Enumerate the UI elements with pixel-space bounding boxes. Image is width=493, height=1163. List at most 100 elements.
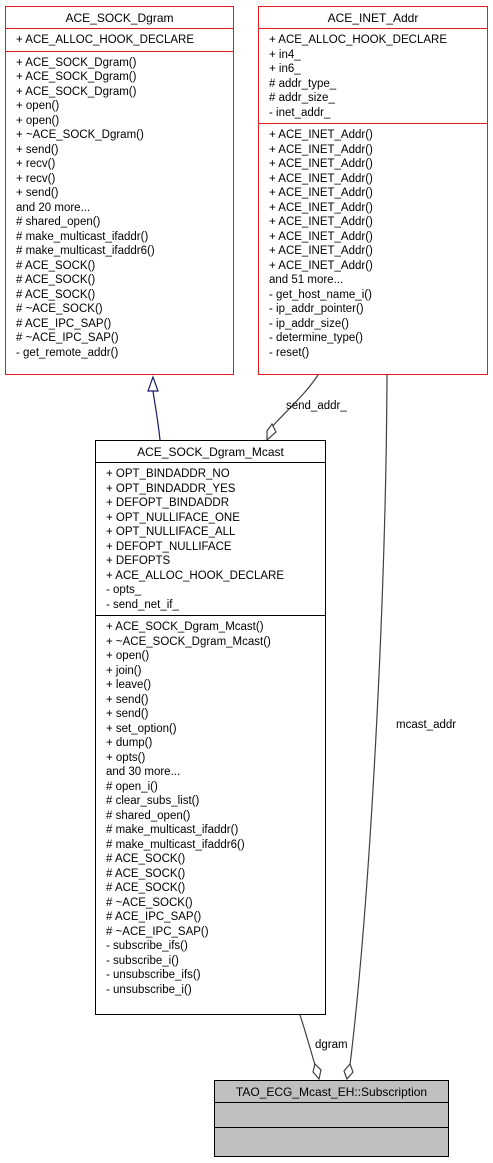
class-member: # make_multicast_ifaddr6() [106, 838, 245, 851]
class-title: ACE_SOCK_Dgram [65, 11, 174, 25]
dgram-line [299, 1014, 316, 1066]
class-box-ace-sock-dgram[interactable]: ACE_SOCK_Dgram + ACE_ALLOC_HOOK_DECLARE … [5, 6, 234, 375]
class-member: - opts_ [106, 584, 142, 596]
class-member: + open() [16, 114, 60, 127]
class-member: # ACE_SOCK() [16, 274, 96, 286]
class-member: # make_multicast_ifaddr() [16, 230, 149, 243]
class-member: + OPT_BINDADDR_NO [106, 468, 230, 480]
methods-section [215, 1127, 448, 1152]
class-member: + join() [106, 664, 142, 677]
class-member: + ACE_INET_Addr() [269, 245, 373, 257]
class-member: - inet_addr_ [269, 106, 331, 119]
class-member: # open_i() [106, 780, 158, 793]
edge-label-dgram: dgram [315, 1039, 348, 1051]
class-member: # ~ACE_SOCK() [16, 303, 103, 315]
class-member: # addr_type_ [269, 77, 337, 90]
edge-label-mcast-addr: mcast_addr [396, 719, 457, 731]
class-member: + DEFOPT_NULLIFACE [106, 540, 232, 553]
class-member: # make_multicast_ifaddr6() [16, 245, 155, 257]
attributes-section: + ACE_ALLOC_HOOK_DECLARE + in4_ + in6_ # ad… [259, 28, 487, 123]
class-member: # ACE_SOCK() [16, 288, 96, 301]
methods-section: + ACE_SOCK_Dgram_Mcast() + ~ACE_SOCK_Dgra… [96, 615, 325, 1000]
class-member: + DEFOPTS [106, 555, 171, 567]
class-member: + ACE_INET_Addr() [269, 230, 373, 243]
class-member: + ACE_INET_Addr() [269, 187, 373, 199]
class-member: + recv() [16, 172, 56, 185]
inheritance-line [152, 390, 161, 441]
class-member: - subscribe_ifs() [106, 940, 188, 952]
mcast-addr-line [349, 374, 388, 1066]
class-member: + ACE_INET_Addr() [269, 216, 373, 228]
class-member: # ~ACE_IPC_SAP() [106, 925, 209, 938]
class-member: + ~ACE_SOCK_Dgram_Mcast() [106, 635, 271, 648]
class-member: + ~ACE_SOCK_Dgram() [16, 129, 144, 141]
dgram-diamond [312, 1062, 322, 1081]
class-member: - subscribe_i() [106, 954, 179, 967]
methods-section: + ACE_SOCK_Dgram() + ACE_SOCK_Dgram() + AC… [6, 50, 233, 364]
class-member: + dump() [106, 737, 153, 749]
class-box-ace-inet-addr[interactable]: ACE_INET_Addr + ACE_ALLOC_HOOK_DECLARE+ … [258, 6, 488, 375]
class-member: - get_host_name_i() [269, 288, 372, 301]
class-member: + leave() [106, 679, 152, 691]
class-member: and 30 more... [106, 766, 181, 778]
class-member: + ACE_INET_Addr() [269, 158, 373, 170]
class-member: + ACE_ALLOC_HOOK_DECLARE [269, 34, 448, 46]
class-member: + in4_ [269, 48, 301, 61]
send-addr-diamond [266, 422, 277, 442]
class-member: + ACE_INET_Addr() [269, 259, 373, 272]
class-member: # ACE_IPC_SAP() [16, 317, 112, 330]
class-member: - unsubscribe_ifs() [106, 969, 201, 981]
class-member: + ACE_INET_Addr() [269, 129, 373, 141]
class-member: # ACE_IPC_SAP() [106, 911, 202, 923]
class-member: - determine_type() [269, 332, 363, 344]
class-title: ACE_INET_Addr [327, 11, 419, 25]
class-member: # ~ACE_SOCK() [106, 896, 193, 909]
class-member: + ACE_INET_Addr() [269, 201, 373, 214]
class-member: # shared_open() [106, 809, 191, 822]
class-member: + DEFOPT_BINDADDR [106, 497, 230, 509]
class-member: # ~ACE_IPC_SAP() [16, 332, 119, 344]
class-member: - reset() [269, 346, 310, 359]
class-member: + ACE_SOCK_Dgram() [16, 85, 137, 98]
class-member: + ACE_SOCK_Dgram() [16, 56, 137, 69]
class-member: + ACE_SOCK_Dgram() [16, 71, 137, 83]
attributes-section: + ACE_ALLOC_HOOK_DECLARE [6, 28, 233, 51]
class-member: + in6_ [269, 63, 301, 75]
class-member: and 51 more... [269, 274, 344, 286]
send-addr-line [270, 374, 319, 429]
class-member: + send() [16, 143, 59, 156]
class-member: + ACE_SOCK_Dgram_Mcast() [106, 621, 264, 633]
edge-label-send-addr: send_addr_ [286, 400, 347, 412]
class-member: # clear_subs_list() [106, 795, 200, 807]
class-member: + open() [16, 100, 60, 112]
class-member: + send() [16, 187, 59, 199]
inheritance-arrowhead [147, 375, 159, 392]
class-member: + OPT_NULLIFACE_ALL [106, 526, 236, 538]
class-member: - ip_addr_size() [269, 317, 349, 330]
class-member: + open() [106, 650, 150, 662]
class-member: and 20 more... [16, 201, 91, 214]
class-member: - send_net_if_ [106, 598, 179, 611]
class-box-subscription[interactable]: TAO_ECG_Mcast_EH::Subscription [214, 1080, 449, 1157]
attributes-section [215, 1103, 448, 1127]
class-member: - get_remote_addr() [16, 346, 119, 359]
class-box-ace-sock-dgram-mcast[interactable]: ACE_SOCK_Dgram_Mcast + OPT_BINDADDR_NO+ … [95, 440, 326, 1015]
class-member: # shared_open() [16, 216, 101, 228]
class-member: - unsubscribe_i() [106, 983, 192, 996]
class-member: # ACE_SOCK() [106, 853, 186, 865]
class-member: + ACE_INET_Addr() [269, 172, 373, 185]
class-member: # ACE_SOCK() [106, 867, 186, 880]
class-title: TAO_ECG_Mcast_EH::Subscription [215, 1081, 448, 1103]
class-member: + OPT_NULLIFACE_ONE [106, 511, 240, 524]
class-member: # make_multicast_ifaddr() [106, 824, 239, 836]
class-member: # ACE_SOCK() [106, 882, 186, 894]
attributes-section: + OPT_BINDADDR_NO + OPT_BINDADDR_YES + DEF… [96, 462, 325, 615]
class-member: - ip_addr_pointer() [269, 303, 364, 315]
class-member: + ACE_INET_Addr() [269, 143, 373, 156]
mcast-addr-diamond [343, 1062, 354, 1081]
class-member: + opts() [106, 751, 146, 764]
class-member: + send() [106, 693, 149, 706]
class-member: + ACE_ALLOC_HOOK_DECLARE [16, 34, 195, 46]
class-member: + OPT_BINDADDR_YES [106, 482, 236, 495]
